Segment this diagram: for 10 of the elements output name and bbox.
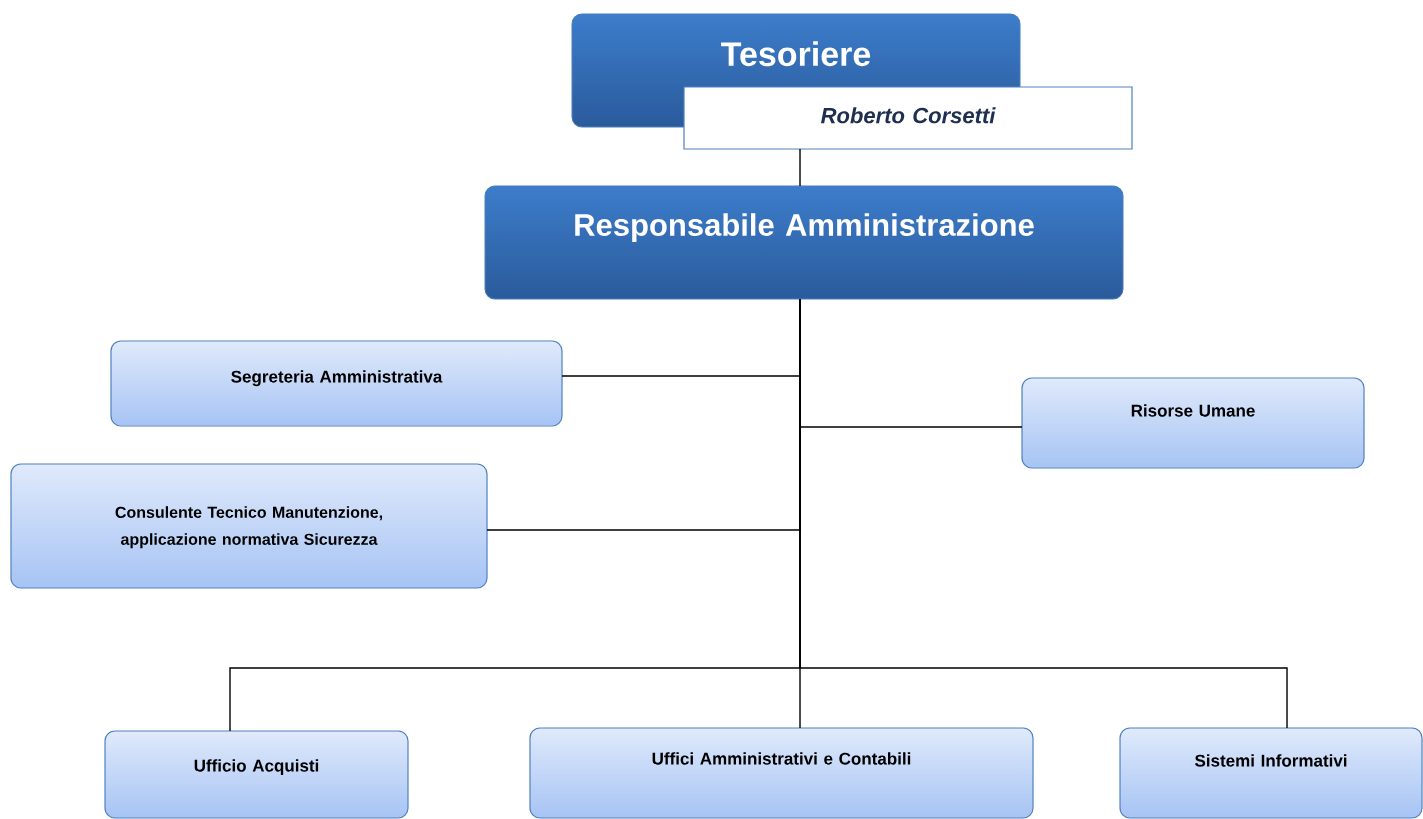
unit-box: Segreteria Amministrativa [110, 340, 563, 427]
unit-box: Consulente Tecnico Manutenzione, applicazione normativa Sicurezza [10, 463, 488, 589]
unit-box: Ufficio Acquisti [104, 730, 409, 819]
connector-line [799, 148, 801, 187]
unit-box: Risorse Umane [1021, 377, 1365, 469]
unit-box: Uffici Amministrativi e Contabili [529, 727, 1034, 819]
connector-line [799, 298, 1288, 729]
name-box: Roberto Corsetti [683, 86, 1133, 150]
unit-box: Sistemi Informativi [1119, 727, 1423, 819]
title-box: Responsabile Amministrazione [484, 185, 1124, 300]
